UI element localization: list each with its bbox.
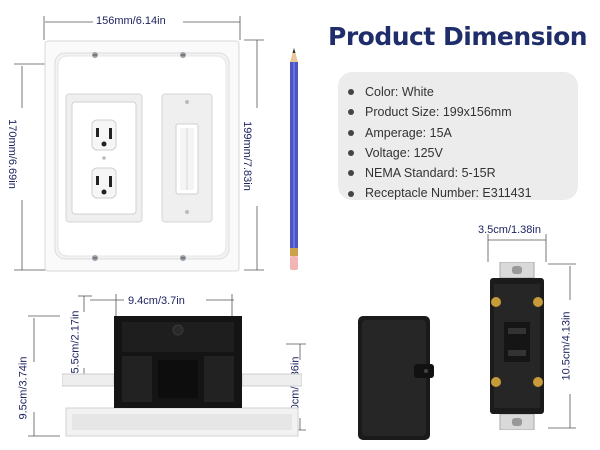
bullet-icon xyxy=(348,129,354,136)
spec-label: Voltage: 125V xyxy=(365,145,443,160)
spec-item: Color: White xyxy=(348,82,578,102)
side-view-box xyxy=(62,316,302,437)
bullet-icon xyxy=(348,109,354,116)
spec-label: Receptacle Number: E311431 xyxy=(365,186,532,201)
spec-item: Receptacle Number: E311431 xyxy=(348,183,578,203)
spec-label: Amperage: 15A xyxy=(365,125,452,140)
receptacle-height-label: 10.5cm/4.13in xyxy=(560,311,573,381)
receptacle-device xyxy=(490,262,544,430)
spec-list: Color: White Product Size: 199x156mm Amp… xyxy=(338,72,578,204)
pencil-scale-reference xyxy=(290,48,298,270)
side-width-label: 9.4cm/3.7in xyxy=(128,295,185,307)
wall-plate-front xyxy=(44,40,240,272)
spec-item: Voltage: 125V xyxy=(348,143,578,163)
page-title: Product Dimension xyxy=(328,22,588,51)
receptacle-width-label: 3.5cm/1.38in xyxy=(478,224,541,236)
spec-item: NEMA Standard: 5-15R xyxy=(348,163,578,183)
spec-label: Color: White xyxy=(365,85,434,99)
spec-item: Amperage: 15A xyxy=(348,123,578,143)
bullet-icon xyxy=(348,89,354,96)
spec-card: Color: White Product Size: 199x156mm Amp… xyxy=(338,72,578,200)
spec-label: Product Size: 199x156mm xyxy=(365,105,512,120)
bullet-icon xyxy=(348,150,354,157)
bullet-icon xyxy=(348,190,354,197)
notebook-scale-reference xyxy=(358,316,434,440)
spec-item: Product Size: 199x156mm xyxy=(348,102,578,122)
spec-label: NEMA Standard: 5-15R xyxy=(365,166,496,181)
bullet-icon xyxy=(348,170,354,177)
front-width-label: 156mm/6.14in xyxy=(96,15,166,27)
